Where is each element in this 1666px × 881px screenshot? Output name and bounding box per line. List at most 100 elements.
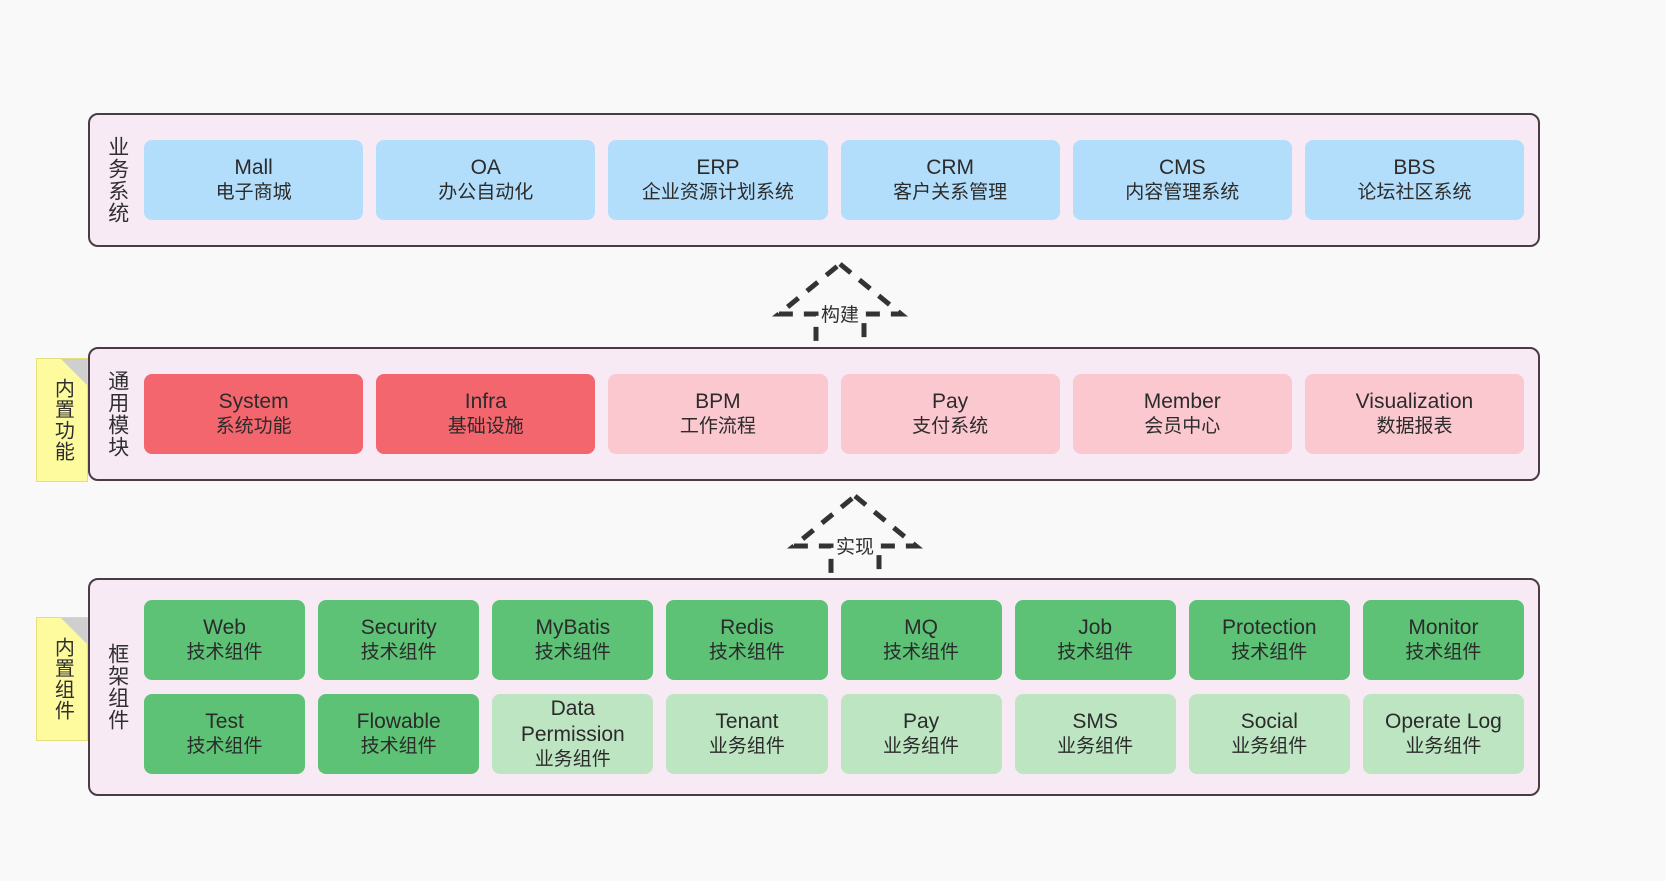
framework-card-mybatis[interactable]: MyBatis 技术组件 [492,600,654,680]
card-subtitle: 企业资源计划系统 [641,182,794,204]
card-title: Data Permission [520,696,625,747]
card-subtitle: 技术组件 [1231,642,1308,664]
card-title: Member [1143,390,1221,413]
card-subtitle: 系统功能 [215,416,292,438]
card-subtitle: 技术组件 [1405,642,1482,664]
card-subtitle: 支付系统 [912,416,989,438]
card-subtitle: 技术组件 [360,642,437,664]
note-builtin-component-label: 内置组件 [51,637,74,721]
common-card-member: Member 会员中心 [1072,374,1292,454]
card-title: Mall [234,156,273,179]
connector-implement: 实现 [770,490,940,590]
card-title: SMS [1072,710,1118,733]
card-title: Pay [932,390,969,413]
card-title: Visualization [1355,390,1474,413]
card-title: OA [470,156,501,179]
common-card-pay: Pay 支付系统 [840,374,1060,454]
card-subtitle: 业务组件 [708,736,785,758]
note-builtin-function-label: 内置功能 [51,378,74,462]
note-fold-corner-icon [61,618,87,644]
card-subtitle: 电子商城 [215,182,292,204]
card-title: Job [1078,616,1113,639]
framework-card-pay[interactable]: Pay 业务组件 [840,694,1002,774]
card-subtitle: 技术组件 [708,642,785,664]
common-card-pay[interactable]: Pay 支付系统 [840,374,1060,454]
card-subtitle: 技术组件 [186,642,263,664]
card-subtitle: 技术组件 [883,642,960,664]
layer-common-title: 通用模块 [105,370,129,458]
common-card-system[interactable]: System 系统功能 [144,374,364,454]
card-subtitle: 基础设施 [447,416,524,438]
card-title: MyBatis [535,616,611,639]
card-subtitle: 业务组件 [1231,736,1308,758]
framework-card-monitor[interactable]: Monitor 技术组件 [1362,600,1524,680]
card-subtitle: 内容管理系统 [1125,182,1240,204]
card-title: Redis [720,616,774,639]
card-title: System [218,390,289,413]
card-title: Monitor [1408,616,1479,639]
business-card-mall: Mall 电子商城 [144,140,364,220]
common-card-member[interactable]: Member 会员中心 [1072,374,1292,454]
connector-build: 构建 [755,258,925,358]
card-subtitle: 业务组件 [883,736,960,758]
common-card-visualization: Visualization 数据报表 [1304,374,1525,454]
common-card-visualization[interactable]: Visualization 数据报表 [1304,374,1525,454]
card-title: Tenant [715,710,779,733]
card-title: Pay [902,710,940,733]
card-subtitle: 论坛社区系统 [1357,182,1472,204]
business-card-mall[interactable]: Mall 电子商城 [144,140,364,220]
card-title: BPM [695,390,741,413]
common-card-bpm[interactable]: BPM 工作流程 [608,374,828,454]
card-subtitle: 工作流程 [679,416,756,438]
card-title: Flowable [356,710,441,733]
layer-framework-title: 框架组件 [105,643,129,731]
note-builtin-component: 内置组件 [36,617,88,741]
layer-business-title: 业务系统 [105,136,129,224]
card-subtitle: 会员中心 [1144,416,1221,438]
note-fold-corner-icon [61,359,87,385]
framework-card-redis[interactable]: Redis 技术组件 [666,600,828,680]
framework-card-social[interactable]: Social 业务组件 [1188,694,1350,774]
card-subtitle: 技术组件 [534,642,611,664]
card-title: Social [1240,710,1298,733]
note-builtin-function: 内置功能 [36,358,88,482]
framework-card-tenant[interactable]: Tenant 业务组件 [666,694,828,774]
card-title: Test [205,710,244,733]
card-subtitle: 业务组件 [1405,736,1482,758]
card-subtitle: 数据报表 [1376,416,1453,438]
